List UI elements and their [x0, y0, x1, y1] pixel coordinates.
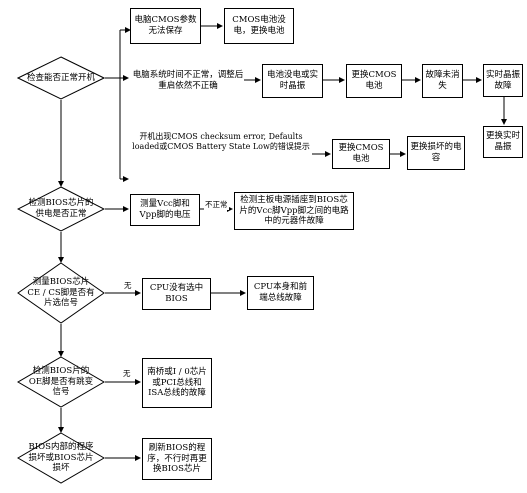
box-replace-cmos-battery-2: 更换CMOS电池 — [332, 139, 390, 169]
box-cpu-no-select: CPU没有选中BIOS — [142, 278, 211, 310]
label-none-1: 无 — [123, 280, 133, 291]
diamond-shape — [17, 186, 105, 232]
box-crystal-fault: 实时晶振故障 — [483, 64, 523, 97]
decision-oe-signal: 检测BIOS片的OE脚是否有跳变信号 — [17, 356, 105, 408]
box-replace-cmos-battery-2-text: 更换CMOS电池 — [338, 143, 384, 164]
box-fault-persists: 故障未消失 — [422, 64, 463, 98]
box-replace-capacitor-text: 更换损坏的电容 — [410, 142, 462, 163]
box-southbridge-fault-text: 南桥或I / 0芯片或PCI总线和ISA总线的故障 — [147, 367, 207, 399]
box-reflash-bios: 刷新BIOS的程序，不行时再更换BIOS芯片 — [142, 438, 212, 480]
decision-bios-damage-label: BIOS内部的程序损坏或BIOS芯片损坏 — [28, 442, 94, 474]
decision-boot: 检查能否正常开机 — [17, 56, 105, 100]
box-crystal-fault-text: 实时晶振故障 — [486, 69, 521, 91]
diamond-shape — [17, 262, 105, 324]
box-cmos-battery-fix-text: CMOS电池没电，更换电池 — [232, 15, 286, 36]
decision-chip-select: 测量BIOS芯片CE / CS脚是否有片选信号 — [17, 262, 105, 324]
box-replace-cmos-battery: 更换CMOS电池 — [346, 64, 402, 98]
box-replace-crystal: 更换实时晶振 — [483, 126, 523, 158]
decision-boot-label: 检查能否正常开机 — [27, 72, 96, 83]
diamond-shape — [17, 56, 105, 100]
label-none-2: 无 — [122, 368, 132, 379]
checksum-error-text: 开机出现CMOS checksum error, Defaults loaded… — [132, 132, 310, 152]
box-measure-vcc: 测量Vcc脚和Vpp脚的电压 — [130, 194, 200, 226]
box-check-socket-text: 检测主板电源插座到BIOS芯片的Vcc脚Vpp脚之间的电路中的元器件故障 — [239, 195, 349, 227]
box-southbridge-fault: 南桥或I / 0芯片或PCI总线和ISA总线的故障 — [142, 358, 212, 408]
box-cpu-no-select-text: CPU没有选中BIOS — [149, 283, 204, 304]
box-cmos-param: 电脑CMOS参数无法保存 — [130, 8, 201, 44]
box-check-socket: 检测主板电源插座到BIOS芯片的Vcc脚Vpp脚之间的电路中的元器件故障 — [234, 192, 354, 230]
time-abnormal-text: 电脑系统时间不正常，调整后重启依然不正确 — [132, 70, 244, 92]
box-cmos-param-text: 电脑CMOS参数无法保存 — [134, 15, 197, 36]
box-cpu-bus-fault-text: CPU本身和前端总线故障 — [253, 282, 308, 303]
decision-power: 检测BIOS芯片的供电是否正常 — [17, 186, 105, 232]
decision-bios-damage: BIOS内部的程序损坏或BIOS芯片损坏 — [17, 432, 105, 484]
label-abnormal: 不正常 — [204, 199, 229, 210]
box-cpu-bus-fault: CPU本身和前端总线故障 — [247, 276, 314, 310]
box-battery-crystal: 电池没电或实时晶振 — [262, 64, 323, 98]
diamond-shape — [17, 432, 105, 484]
diamond-shape — [17, 356, 105, 408]
decision-oe-signal-label: 检测BIOS片的OE脚是否有跳变信号 — [28, 366, 94, 398]
box-battery-crystal-text: 电池没电或实时晶振 — [266, 70, 318, 91]
box-fault-persists-text: 故障未消失 — [425, 70, 460, 91]
box-reflash-bios-text: 刷新BIOS的程序，不行时再更换BIOS芯片 — [147, 443, 207, 475]
box-measure-vcc-text: 测量Vcc脚和Vpp脚的电压 — [139, 199, 191, 220]
box-replace-cmos-battery-text: 更换CMOS电池 — [351, 70, 397, 91]
box-cmos-battery-fix: CMOS电池没电，更换电池 — [224, 8, 294, 44]
decision-chip-select-label: 测量BIOS芯片CE / CS脚是否有片选信号 — [27, 277, 95, 309]
decision-power-label: 检测BIOS芯片的供电是否正常 — [28, 198, 94, 219]
box-replace-crystal-text: 更换实时晶振 — [486, 131, 521, 152]
box-replace-capacitor: 更换损坏的电容 — [407, 136, 465, 170]
